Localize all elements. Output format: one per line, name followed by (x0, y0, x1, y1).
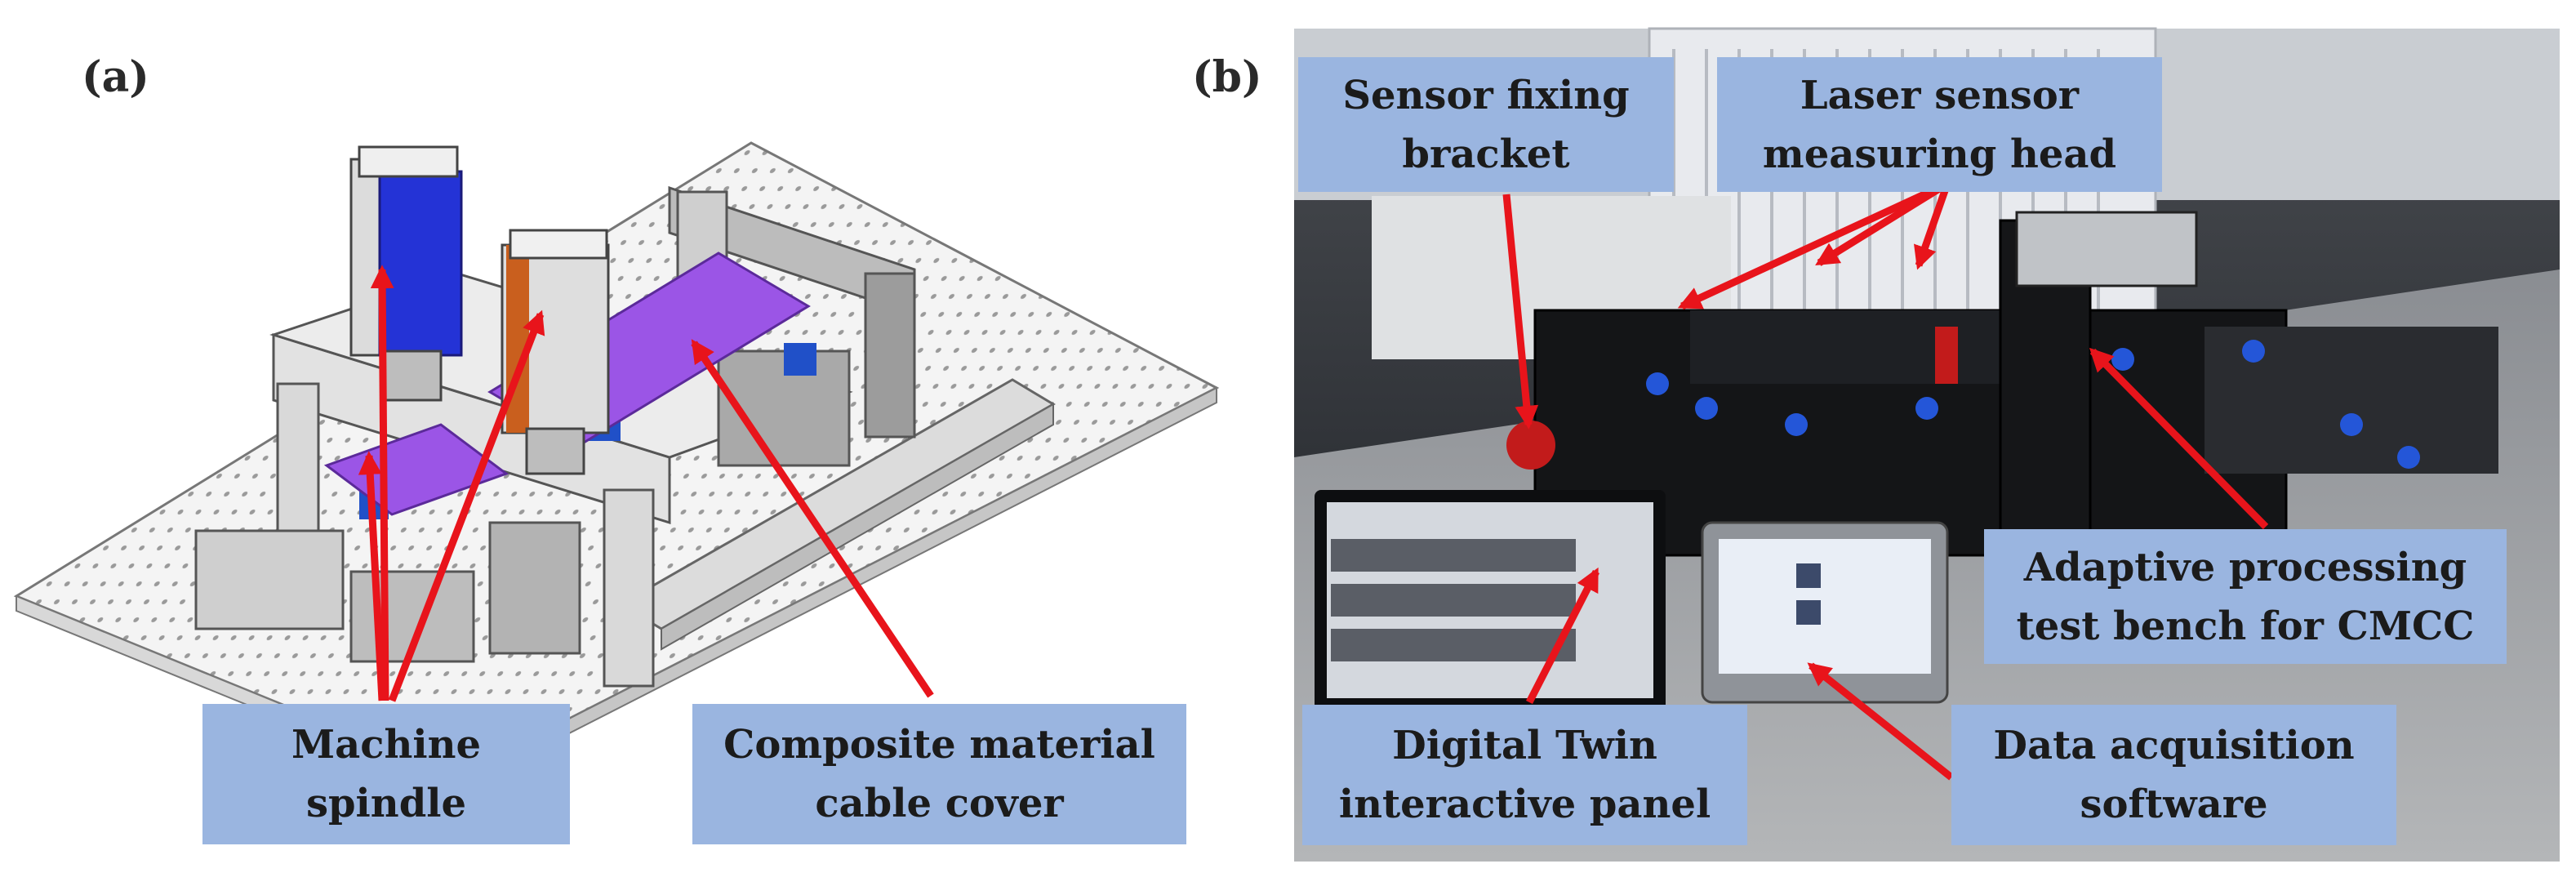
spindle-2 (501, 229, 610, 475)
arrow-laser-head-1 (1677, 180, 1949, 310)
arrows (358, 180, 2269, 781)
panel-a-label: (a) (82, 52, 149, 102)
callout-daq-software: Data acquisition software (1951, 705, 2396, 845)
spindle-1 (349, 145, 463, 402)
arrow-sensor-bracket (1502, 194, 1539, 430)
arrow-laser-head-3 (1914, 182, 1951, 270)
callout-test-bench: Adaptive processing test bench for CMCC (1984, 529, 2507, 664)
callout-laser-head-text: Laser sensor measuring head (1762, 72, 2117, 177)
callout-digital-twin: Digital Twin interactive panel (1302, 705, 1747, 845)
cad-drawing (13, 141, 1220, 792)
arrow-spindle-2 (388, 309, 545, 702)
arrow-cable-cover-small (358, 451, 386, 701)
laptop (1315, 490, 1674, 731)
arrow-spindle-1 (370, 265, 394, 701)
callout-test-bench-text: Adaptive processing test bench for CMCC (2016, 544, 2475, 649)
arrow-test-bench (2089, 347, 2269, 530)
callout-daq-software-text: Data acquisition software (1993, 723, 2355, 827)
arrow-digital-twin (1525, 567, 1600, 705)
arrow-laser-head-2 (1815, 180, 1950, 266)
callout-digital-twin-text: Digital Twin interactive panel (1338, 723, 1711, 827)
arrow-cable-cover-large (691, 339, 934, 698)
callout-machine-spindle-text: Machine spindle (291, 722, 482, 826)
callout-laser-head: Laser sensor measuring head (1717, 57, 2162, 192)
callout-machine-spindle: Machine spindle (202, 704, 570, 844)
arrow-daq-software (1807, 662, 1954, 781)
callout-cable-cover: Composite material cable cover (692, 704, 1186, 844)
panel-b-label: (b) (1192, 52, 1262, 102)
hmi-touch-panel (1701, 521, 1949, 704)
callout-sensor-bracket: Sensor fixing bracket (1298, 57, 1674, 192)
callout-cable-cover-text: Composite material cable cover (723, 722, 1155, 826)
callout-sensor-bracket-text: Sensor fixing bracket (1342, 72, 1630, 177)
